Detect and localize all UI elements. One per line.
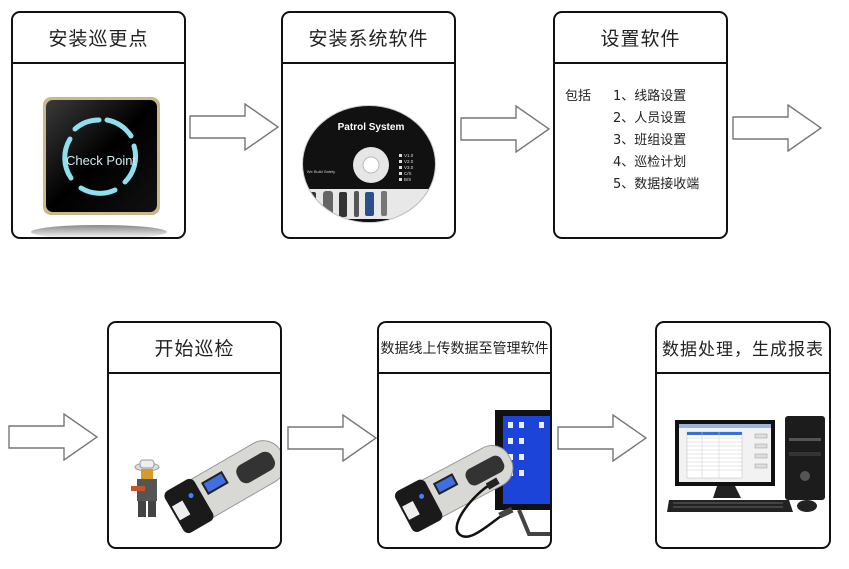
step-title: 数据线上传数据至管理软件 xyxy=(379,323,550,374)
step-process-report: 数据处理，生成报表 xyxy=(655,321,831,549)
cd-title: Patrol System xyxy=(338,122,405,133)
software-cd-icon: Patrol System We Build Safety V1.0 V2.0 … xyxy=(302,105,436,223)
flow-arrow xyxy=(460,105,551,153)
list-item: 2、人员设置 xyxy=(613,111,687,126)
list-item: 3、班组设置 xyxy=(613,133,687,148)
cd-version: V2.0 xyxy=(404,159,414,164)
step-title: 安装系统软件 xyxy=(283,13,454,64)
step-title: 设置软件 xyxy=(555,13,726,64)
flow-arrow xyxy=(732,104,823,152)
cd-version: V1.0 xyxy=(404,153,414,158)
flow-arrow xyxy=(189,103,280,151)
step-upload-data: 数据线上传数据至管理软件 xyxy=(377,321,552,549)
list-item: 1、线路设置 xyxy=(613,89,687,104)
step-title: 安装巡更点 xyxy=(13,13,184,64)
guard-figure-icon xyxy=(131,459,160,517)
flow-arrow xyxy=(8,413,99,461)
step-configure-software: 设置软件 包括 1、线路设置 2、人员设置 3、班组设置 4、巡检计划 5、数据… xyxy=(553,11,728,239)
list-item: 4、巡检计划 xyxy=(613,155,687,170)
cd-subtext: We Build Safety xyxy=(307,169,335,174)
step-title: 开始巡检 xyxy=(109,323,280,374)
flow-arrow xyxy=(287,414,378,462)
step-start-patrol: 开始巡检 xyxy=(107,321,282,549)
patrol-reader-icon xyxy=(131,440,280,534)
check-point-label: Check Point xyxy=(66,153,136,168)
desktop-computer-icon xyxy=(667,416,825,512)
step-title: 数据处理，生成报表 xyxy=(657,323,829,374)
flow-arrow xyxy=(557,414,648,462)
step-install-checkpoint: 安装巡更点 Check Point xyxy=(11,11,186,239)
cd-version: C/S xyxy=(404,171,412,176)
cd-version: V3.0 xyxy=(404,165,414,170)
step-install-software: 安装系统软件 Patrol System xyxy=(281,11,456,239)
list-item: 5、数据接收端 xyxy=(613,177,700,192)
list-label: 包括 xyxy=(565,89,592,104)
check-point-device-icon: Check Point xyxy=(31,97,167,237)
cd-version: B/S xyxy=(404,177,411,182)
reader-usb-monitor-icon xyxy=(394,410,550,538)
